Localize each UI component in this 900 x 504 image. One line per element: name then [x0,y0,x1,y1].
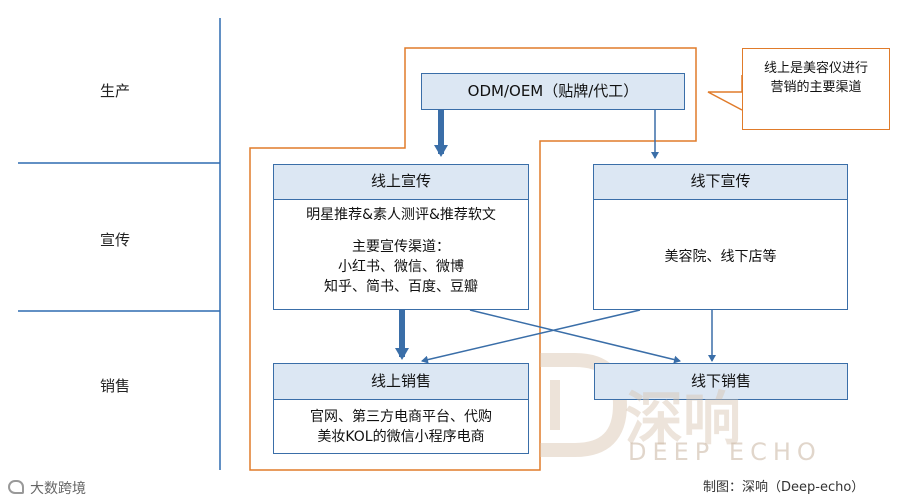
offline-sales-box: 线下销售 [594,363,848,400]
note-connector [707,75,743,111]
online-promo-methods: 明星推荐&素人测评&推荐软文 [306,207,496,223]
note-callout: 线上是美容仪进行 营销的主要渠道 [742,48,890,130]
offline-promo-title: 线下宣传 [594,165,847,200]
row-label-promotion: 宣传 [99,231,130,249]
online-sales-channels-2: 美妆KOL的微信小程序电商 [317,429,485,445]
online-promo-title: 线上宣传 [274,165,528,200]
row-label-sales: 销售 [99,377,130,395]
watermark-logo-icon [540,353,628,457]
odm-box: ODM/OEM（贴牌/代工） [421,73,685,110]
note-line-2: 营销的主要渠道 [770,80,862,95]
offline-sales-title: 线下销售 [690,372,751,390]
online-channel-highlight [249,47,697,471]
chart-credit: 制图：深响（Deep-echo） [703,480,865,495]
online-promo-channels-1: 小红书、微信、微博 [338,259,464,275]
online-sales-box: 线上销售 官网、第三方电商平台、代购 美妆KOL的微信小程序电商 [273,363,529,454]
online-promo-channels-heading: 主要宣传渠道： [352,239,450,255]
row-label-production: 生产 [99,82,130,100]
brand-name: 大数跨境 [30,481,86,497]
online-promo-channels-2: 知乎、简书、百度、豆瓣 [324,279,478,295]
watermark-en: DEEP ECHO [628,438,822,466]
brand-logo-icon [8,480,24,494]
offline-promo-body: 美容院、线下店等 [664,249,777,265]
watermark-cn: 深响 [625,385,742,453]
odm-box-title: ODM/OEM（贴牌/代工） [467,82,639,100]
arrow-offline-promo-to-online-sales [421,309,641,364]
note-line-1: 线上是美容仪进行 [763,61,868,76]
online-sales-title: 线上销售 [274,364,528,400]
online-promo-box: 线上宣传 明星推荐&素人测评&推荐软文 主要宣传渠道： 小红书、微信、微博 知乎… [273,164,529,310]
offline-promo-box: 线下宣传 美容院、线下店等 [593,164,848,310]
online-sales-channels-1: 官网、第三方电商平台、代购 [310,409,492,425]
arrow-online-promo-to-offline-sales [469,309,681,364]
